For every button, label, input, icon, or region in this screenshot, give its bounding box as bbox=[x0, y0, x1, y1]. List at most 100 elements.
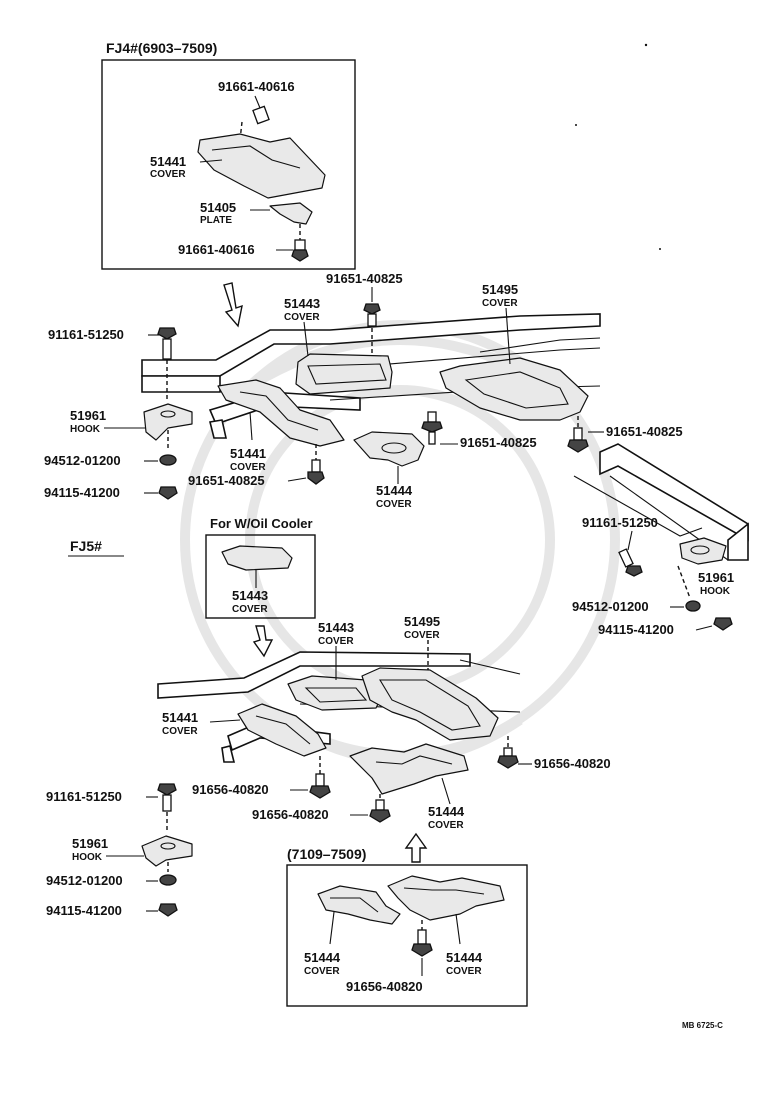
fj4-box-cover-name: COVER bbox=[150, 169, 186, 180]
fj5-bolt-right-icon bbox=[497, 747, 519, 769]
fj4-nut-icon bbox=[158, 486, 178, 500]
fj5-bolt-b-icon bbox=[369, 799, 391, 823]
fj4-hook-pn: 51961 bbox=[70, 408, 106, 423]
fj4-bolt-left-icon bbox=[157, 327, 177, 360]
fj4-right-bolt: 91161-51250 bbox=[582, 515, 658, 530]
fj4-washer: 94512-01200 bbox=[44, 453, 121, 468]
fj4-right-hook-name: HOOK bbox=[700, 586, 731, 597]
fj4-cover-51495-pn: 51495 bbox=[482, 282, 518, 297]
fj4-bolt-51444: 91651-40825 bbox=[460, 435, 537, 450]
footer-code: MB 6725-C bbox=[682, 1021, 723, 1030]
fj5-cover-51441-name: COVER bbox=[162, 726, 198, 737]
fj4-cover-51443-name: COVER bbox=[284, 312, 320, 323]
fj4-cover-51495-name: COVER bbox=[482, 298, 518, 309]
fj5-bolt-a-icon bbox=[309, 773, 331, 799]
fj4-box-cover-51441-shape bbox=[197, 133, 326, 199]
fj5-bolt-left: 91161-51250 bbox=[46, 789, 122, 804]
fj5-hook-icon bbox=[141, 835, 193, 867]
fj5-bolt-left-icon bbox=[157, 783, 177, 812]
fj4-right-hook-pn: 51961 bbox=[698, 570, 734, 585]
fj5-nut-icon bbox=[158, 903, 178, 917]
fj5-oil-box-cover-shape bbox=[221, 545, 293, 571]
fj4-right-nut: 94115-41200 bbox=[598, 622, 674, 637]
fj4-right-nut-icon bbox=[713, 617, 733, 631]
fj4-right-frame bbox=[573, 443, 749, 561]
fj5-oil-cooler-box bbox=[205, 534, 316, 619]
speck bbox=[644, 43, 648, 47]
fj5-cover-51441-pn: 51441 bbox=[162, 710, 198, 725]
fj4-cover-51444-name: COVER bbox=[376, 499, 412, 510]
fj4-bolt-top-mid-icon bbox=[363, 303, 381, 327]
fj4-bolt-51441: 91651-40825 bbox=[188, 473, 265, 488]
fj4-box-cover-pn: 51441 bbox=[150, 154, 186, 169]
fj4-hook-name: HOOK bbox=[70, 424, 101, 435]
fj4-hook-icon bbox=[143, 403, 193, 441]
fj5-bolt-right: 91656-40820 bbox=[534, 756, 611, 771]
fj5-oil-box-pn: 51443 bbox=[232, 588, 268, 603]
fj4-bolt-right: 91651-40825 bbox=[606, 424, 683, 439]
fj4-right-hook-icon bbox=[679, 537, 727, 565]
fj5-cover-51495-pn: 51495 bbox=[404, 614, 440, 629]
box-7109-bolt: 91656-40820 bbox=[346, 979, 423, 994]
fj4-bolt-51441-icon bbox=[307, 459, 325, 485]
fj5-bolt-b: 91656-40820 bbox=[252, 807, 329, 822]
fj4-cover-51444-shape bbox=[353, 431, 425, 467]
fj4-right-washer: 94512-01200 bbox=[572, 599, 649, 614]
box-7109 bbox=[286, 864, 528, 1007]
fj4-cover-51441-name: COVER bbox=[230, 462, 266, 473]
fj4-box-bolt-bottom: 91661-40616 bbox=[178, 242, 255, 257]
fj4-box-plate-pn: 51405 bbox=[200, 200, 236, 215]
fj5-oil-cooler-label: For W/Oil Cooler bbox=[210, 516, 313, 531]
fj5-cover-51444-shape bbox=[349, 743, 469, 795]
fj5-cover-51443-pn: 51443 bbox=[318, 620, 354, 635]
speck bbox=[575, 124, 577, 126]
box-7109-up-arrow bbox=[404, 832, 428, 863]
fj4-cover-51443-shape bbox=[295, 353, 393, 395]
fj4-detail-box bbox=[101, 59, 356, 270]
fj5-cover-51495-name: COVER bbox=[404, 630, 440, 641]
fj4-bolt-left: 91161-51250 bbox=[48, 327, 124, 342]
fj4-right-washer-icon bbox=[685, 600, 701, 612]
fj4-bolt-51444-icon bbox=[421, 411, 443, 445]
fj5-cover-51444-pn: 51444 bbox=[428, 804, 465, 819]
box-7109-right-cover-shape bbox=[387, 875, 505, 921]
box-7109-left-pn: 51444 bbox=[304, 950, 341, 965]
fj5-hook-pn: 51961 bbox=[72, 836, 108, 851]
fj5-header: FJ5# bbox=[70, 538, 102, 554]
fj4-cover-51443-pn: 51443 bbox=[284, 296, 320, 311]
fj4-box-bolt-bottom-icon bbox=[291, 239, 309, 262]
fj4-cover-51495-shape bbox=[439, 357, 589, 421]
fj5-oil-box-name: COVER bbox=[232, 604, 268, 615]
fj5-bolt-a: 91656-40820 bbox=[192, 782, 269, 797]
fj5-cover-51441-shape bbox=[237, 703, 327, 757]
fj5-cover-51444-name: COVER bbox=[428, 820, 464, 831]
box-7109-right-pn: 51444 bbox=[446, 950, 483, 965]
fj4-cover-51444-pn: 51444 bbox=[376, 483, 413, 498]
fj5-washer: 94512-01200 bbox=[46, 873, 123, 888]
box-7109-left-cover-shape bbox=[317, 885, 401, 925]
box-7109-left-name: COVER bbox=[304, 966, 340, 977]
box-7109-header: (7109–7509) bbox=[287, 846, 366, 862]
fj4-washer-icon bbox=[159, 454, 177, 466]
fj4-bolt-top-mid: 91651-40825 bbox=[326, 271, 403, 286]
fj4-header: FJ4#(6903–7509) bbox=[106, 40, 217, 56]
fj4-right-bolt-icon bbox=[618, 548, 643, 577]
speck bbox=[659, 248, 661, 250]
fj5-cover-51495-shape bbox=[361, 667, 499, 741]
fj4-cover-51441-shape bbox=[217, 379, 345, 447]
fj4-nut: 94115-41200 bbox=[44, 485, 120, 500]
fj4-down-arrow bbox=[223, 282, 243, 328]
fj4-cover-51441-pn: 51441 bbox=[230, 446, 266, 461]
fj5-washer-icon bbox=[159, 874, 177, 886]
fj5-down-arrow bbox=[252, 625, 274, 658]
fj5-hook-name: HOOK bbox=[72, 852, 103, 863]
fj5-cover-51443-name: COVER bbox=[318, 636, 354, 647]
fj4-bolt-right-icon bbox=[567, 427, 589, 453]
fj4-box-plate-shape bbox=[269, 202, 313, 225]
fj4-box-plate-name: PLATE bbox=[200, 215, 232, 226]
box-7109-bolt-icon bbox=[411, 929, 433, 957]
box-7109-right-name: COVER bbox=[446, 966, 482, 977]
fj4-box-bolt-top-icon bbox=[252, 95, 270, 125]
fj4-box-bolt-top: 91661-40616 bbox=[218, 79, 295, 94]
